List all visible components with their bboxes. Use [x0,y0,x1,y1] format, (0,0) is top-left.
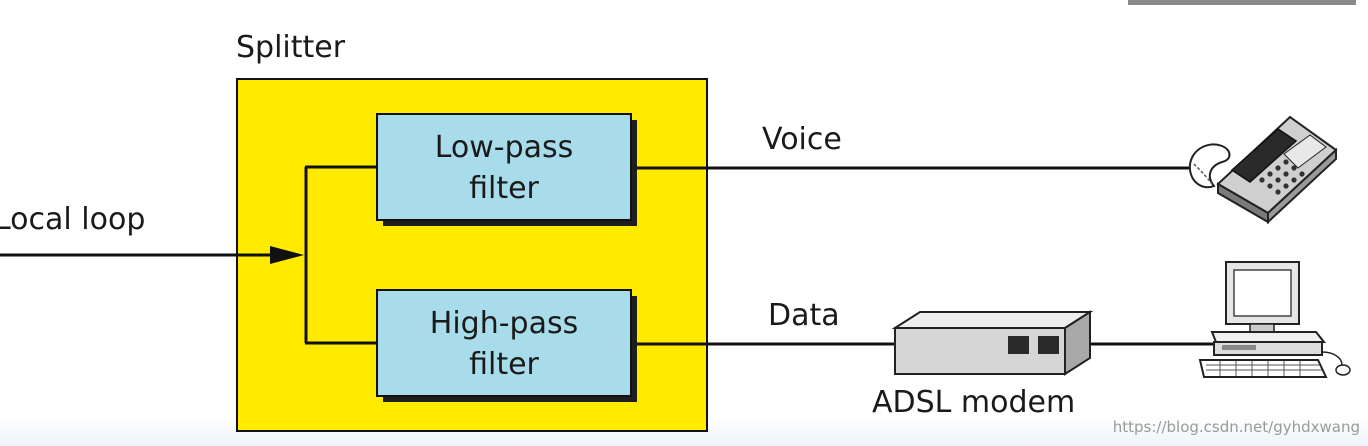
lowpass-filter-box [376,113,632,221]
voice-label: Voice [762,122,842,157]
lowpass-line1: Low-pass [435,130,574,165]
data-label: Data [768,298,840,333]
cropped-header-text [1128,0,1356,5]
telephone-icon [1188,115,1338,225]
highpass-line2: filter [469,347,539,382]
adsl-modem-icon [891,310,1094,376]
highpass-line1: High-pass [430,306,578,341]
lowpass-line2: filter [469,171,539,206]
local-loop-label: Local loop [0,202,145,237]
splitter-label: Splitter [236,30,346,65]
adsl-modem-label: ADSL modem [872,385,1075,420]
computer-icon [1198,261,1351,378]
highpass-filter-box [376,289,632,397]
input-arrow [270,246,304,264]
watermark: https://blog.csdn.net/gyhdxwang [1113,418,1360,436]
